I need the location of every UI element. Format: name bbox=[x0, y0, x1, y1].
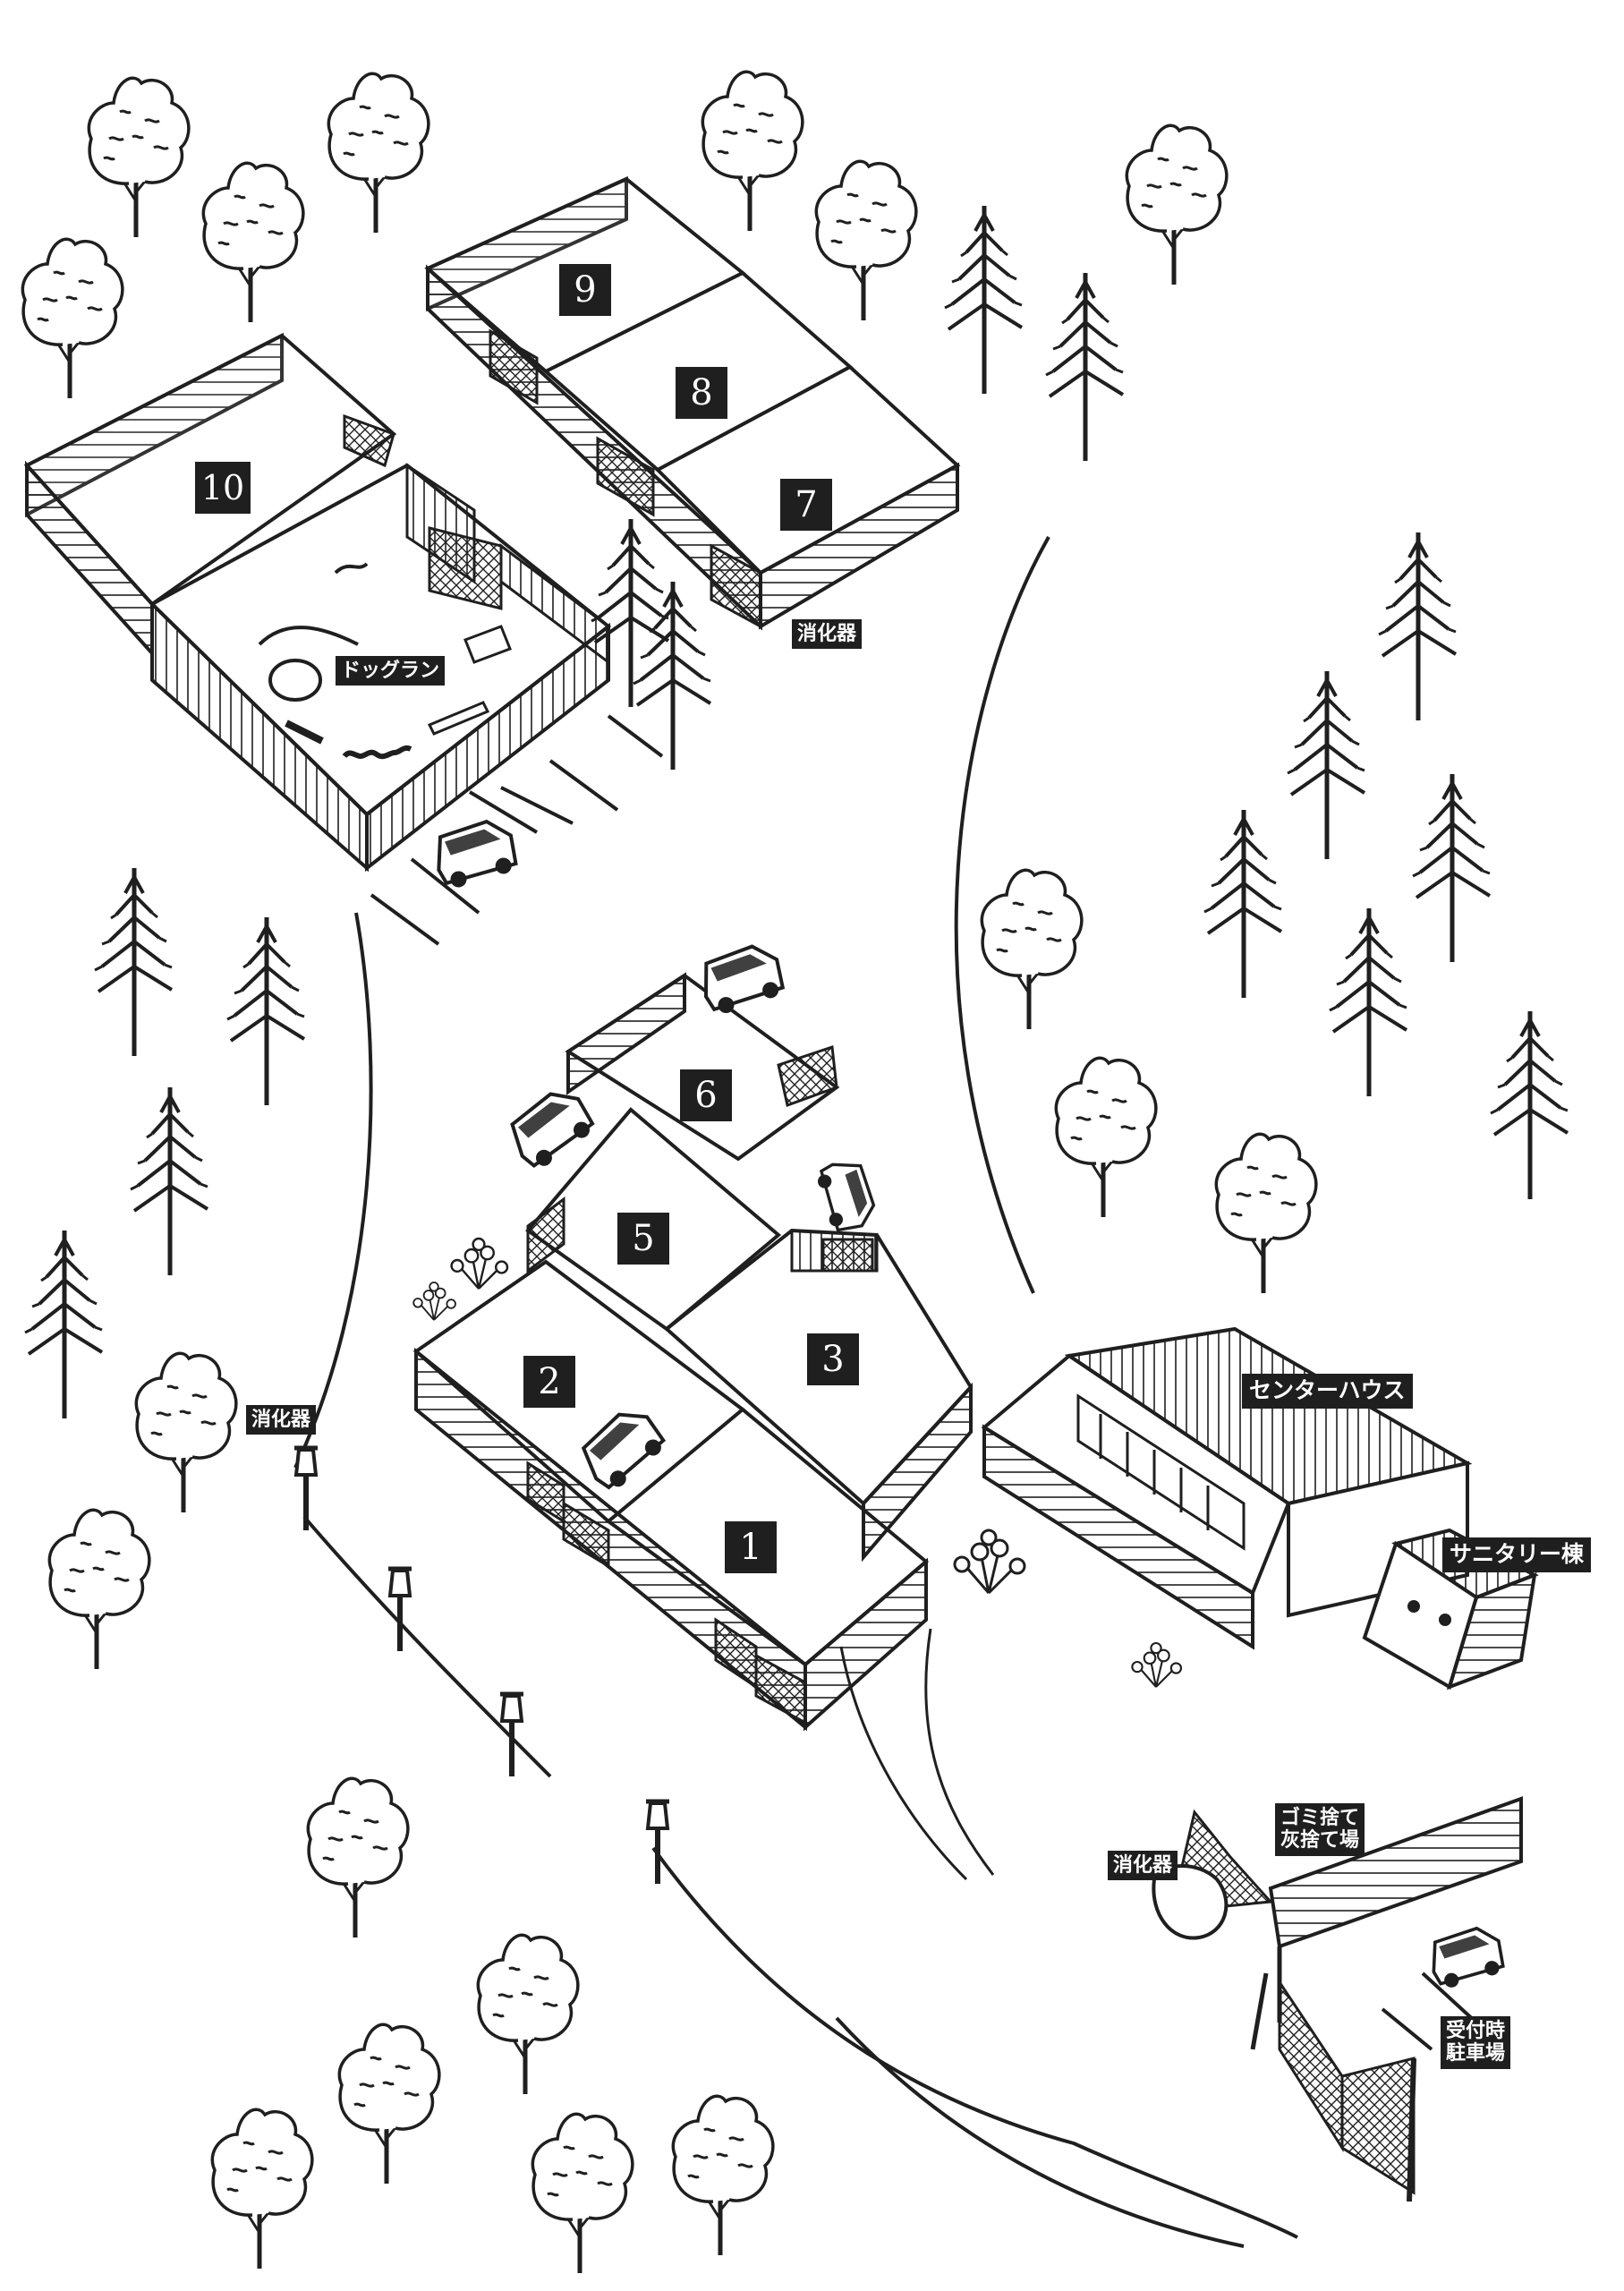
site-number-8[interactable]: 8 bbox=[676, 367, 727, 419]
site-number-3[interactable]: 3 bbox=[807, 1333, 859, 1385]
deciduous-tree-icon bbox=[328, 73, 429, 233]
conifer-tree-icon bbox=[1288, 671, 1365, 859]
deciduous-tree-icon bbox=[212, 2109, 312, 2269]
shrub-icon bbox=[412, 1282, 456, 1321]
east-road-curve bbox=[954, 536, 1050, 1294]
extinguisher-label-south: 消化器 bbox=[1108, 1851, 1178, 1881]
deciduous-tree-icon bbox=[982, 870, 1082, 1029]
conifer-tree-icon bbox=[1204, 810, 1281, 998]
garbage-label: ゴミ捨て 灰捨て場 bbox=[1275, 1803, 1365, 1856]
conifer-tree-icon bbox=[1413, 774, 1490, 962]
lamp-post-icon bbox=[388, 1569, 412, 1651]
footpath-right bbox=[924, 1628, 995, 1876]
site-number-9[interactable]: 9 bbox=[559, 264, 611, 316]
garbage-station bbox=[1152, 1796, 1523, 2202]
site-number-7[interactable]: 7 bbox=[780, 479, 832, 531]
site-number-5[interactable]: 5 bbox=[617, 1213, 669, 1265]
conifer-tree-icon bbox=[1491, 1011, 1568, 1199]
deciduous-tree-icon bbox=[22, 239, 123, 398]
site-number-10[interactable]: 10 bbox=[195, 462, 251, 514]
lamp-post-icon bbox=[294, 1448, 318, 1530]
reception-parking-label: 受付時 駐車場 bbox=[1441, 2016, 1511, 2069]
footpath-left bbox=[839, 1646, 968, 1881]
car-icon bbox=[695, 940, 787, 1019]
conifer-tree-icon bbox=[945, 206, 1022, 394]
shrub-icon bbox=[1131, 1641, 1183, 1689]
deciduous-tree-icon bbox=[49, 1510, 149, 1669]
car-icon bbox=[813, 1157, 879, 1234]
deciduous-tree-icon bbox=[532, 2114, 633, 2273]
deciduous-tree-icon bbox=[203, 163, 303, 322]
site-number-1[interactable]: 1 bbox=[725, 1521, 777, 1573]
deciduous-tree-icon bbox=[89, 78, 189, 237]
conifer-tree-icon bbox=[25, 1231, 102, 1418]
deciduous-tree-icon bbox=[308, 1778, 408, 1938]
deciduous-tree-icon bbox=[702, 72, 803, 231]
sanitary-label: サニタリー棟 bbox=[1442, 1537, 1592, 1572]
lamp-post-icon bbox=[500, 1694, 523, 1776]
conifer-tree-icon bbox=[95, 868, 172, 1056]
shrub-icon bbox=[450, 1237, 509, 1290]
deciduous-tree-icon bbox=[673, 2096, 773, 2255]
car-icon bbox=[429, 815, 521, 892]
lamp-post-icon bbox=[646, 1801, 669, 1884]
conifer-tree-icon bbox=[131, 1087, 208, 1275]
lamp-path bbox=[302, 1515, 552, 1778]
center-house-building bbox=[981, 1326, 1473, 1650]
extinguisher-label-north: 消化器 bbox=[792, 619, 863, 650]
deciduous-tree-icon bbox=[1127, 125, 1227, 285]
extinguisher-label-west: 消化器 bbox=[246, 1405, 317, 1435]
dog-run-label: ドッグラン bbox=[336, 656, 446, 686]
center-house-label: センターハウス bbox=[1242, 1374, 1413, 1409]
site-number-6[interactable]: 6 bbox=[680, 1069, 732, 1121]
deciduous-tree-icon bbox=[339, 2024, 439, 2184]
deciduous-tree-icon bbox=[478, 1935, 578, 2094]
deciduous-tree-icon bbox=[1216, 1134, 1316, 1293]
conifer-tree-icon bbox=[1379, 532, 1456, 720]
shrub-icon bbox=[953, 1529, 1026, 1595]
south-road-curve bbox=[651, 1846, 1298, 2239]
conifer-tree-icon bbox=[1046, 273, 1123, 461]
west-road-curve bbox=[293, 912, 373, 1469]
deciduous-tree-icon bbox=[1056, 1058, 1156, 1217]
parking-lines bbox=[370, 714, 1478, 2051]
deciduous-tree-icon bbox=[816, 161, 916, 320]
south-road-curve-2 bbox=[835, 2016, 1245, 2248]
dog-run-enclosure bbox=[149, 463, 612, 873]
car-icon bbox=[1425, 1923, 1507, 1992]
conifer-tree-icon bbox=[1330, 908, 1407, 1096]
conifer-tree-icon bbox=[227, 917, 304, 1105]
car-icon bbox=[500, 1081, 601, 1176]
site-number-2[interactable]: 2 bbox=[523, 1356, 575, 1408]
deciduous-tree-icon bbox=[136, 1353, 236, 1512]
